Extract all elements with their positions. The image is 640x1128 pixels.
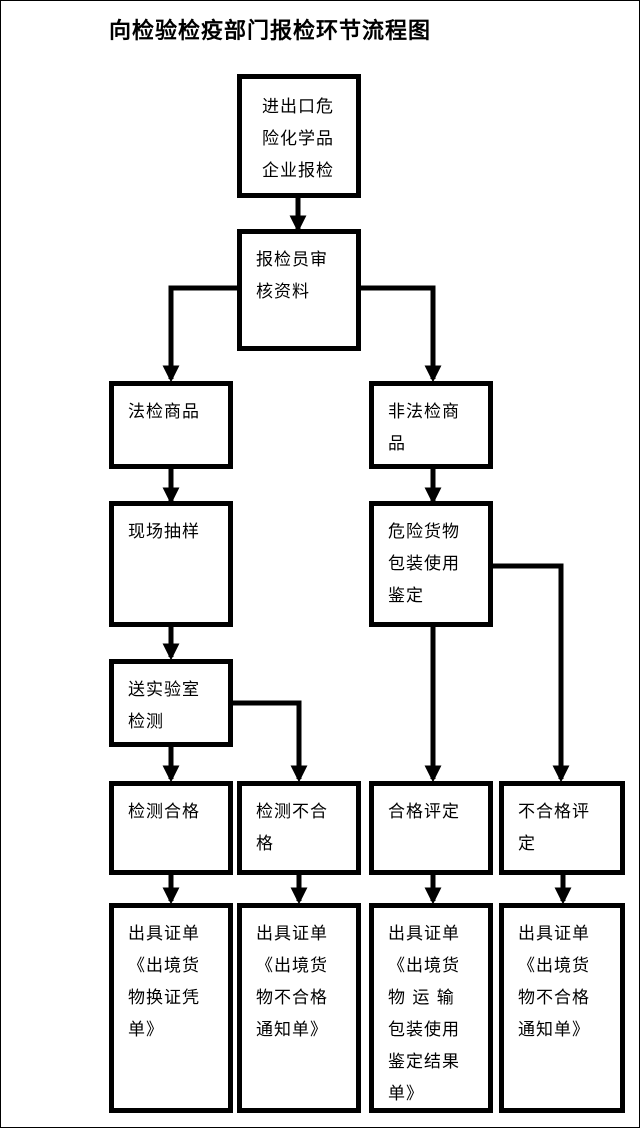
arrow-lab-to-testfail — [231, 700, 308, 783]
node-eval-passed: 合格评定 — [369, 781, 493, 875]
node-inspector-review: 报检员审 核资料 — [237, 229, 361, 351]
page-title: 向检验检疫部门报检环节流程图 — [109, 19, 432, 44]
node-on-site-sampling: 现场抽样 — [109, 501, 233, 627]
node-test-passed-label: 检测合格 — [128, 802, 200, 822]
node-notice-nonconforming-1-label: 出具证单 《出境货 物不合格 通知单》 — [256, 924, 328, 1040]
node-lab-testing-label: 送实验室 检测 — [128, 680, 200, 732]
node-lab-testing: 送实验室 检测 — [109, 659, 233, 747]
arrow-review-to-nonlegal — [361, 285, 442, 383]
node-legal-goods: 法检商品 — [109, 381, 233, 469]
node-cert-exchange-voucher: 出具证单 《出境货 物换证凭 单》 — [109, 903, 233, 1113]
node-legal-goods-label: 法检商品 — [128, 402, 200, 422]
node-cert-transport-packaging: 出具证单 《出境货 物 运 输 包装使用 鉴定结果 单》 — [369, 903, 493, 1113]
node-packaging-assessment: 危险货物 包装使用 鉴定 — [369, 501, 493, 627]
node-notice-nonconforming-2-label: 出具证单 《出境货 物不合格 通知单》 — [518, 924, 590, 1040]
node-eval-passed-label: 合格评定 — [388, 802, 460, 822]
node-cert-transport-packaging-label: 出具证单 《出境货 物 运 输 包装使用 鉴定结果 单》 — [388, 924, 460, 1104]
node-test-failed: 检测不合 格 — [237, 781, 361, 875]
node-eval-failed-label: 不合格评 定 — [518, 802, 590, 854]
node-test-failed-label: 检测不合 格 — [256, 802, 328, 854]
arrow-packaging-to-evalfail — [491, 563, 570, 783]
node-inspector-review-label: 报检员审 核资料 — [256, 250, 328, 302]
node-enterprise-apply-label: 进出口危 险化学品 企业报检 — [262, 97, 334, 181]
node-packaging-assessment-label: 危险货物 包装使用 鉴定 — [388, 522, 460, 606]
node-notice-nonconforming-1: 出具证单 《出境货 物不合格 通知单》 — [237, 903, 361, 1113]
node-cert-exchange-voucher-label: 出具证单 《出境货 物换证凭 单》 — [128, 924, 200, 1040]
node-non-legal-goods: 非法检商 品 — [369, 381, 493, 469]
node-non-legal-goods-label: 非法检商 品 — [388, 402, 460, 454]
node-test-passed: 检测合格 — [109, 781, 233, 875]
arrow-review-to-legal — [162, 285, 239, 383]
node-eval-failed: 不合格评 定 — [499, 781, 625, 875]
node-enterprise-apply: 进出口危 险化学品 企业报检 — [237, 74, 361, 198]
node-on-site-sampling-label: 现场抽样 — [128, 522, 200, 542]
node-notice-nonconforming-2: 出具证单 《出境货 物不合格 通知单》 — [499, 903, 625, 1113]
